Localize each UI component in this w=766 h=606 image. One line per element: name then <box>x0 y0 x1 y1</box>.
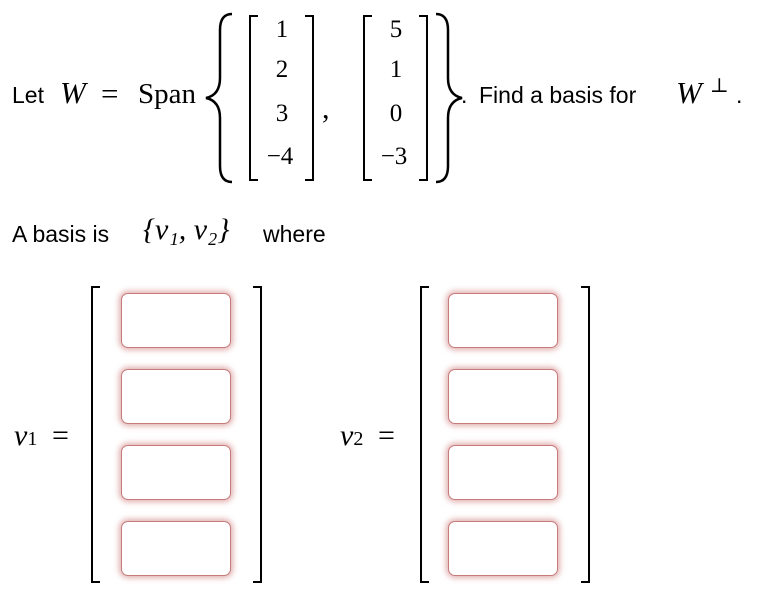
vector1-entry: 2 <box>275 56 289 83</box>
find-basis-label: Find a basis for <box>479 82 637 108</box>
vector1-entry: 3 <box>275 100 289 127</box>
v2-component-3-input[interactable] <box>448 445 558 500</box>
vector2-left-bracket <box>363 15 372 181</box>
v1-label: v1 <box>14 419 37 453</box>
v2-subscript: 2 <box>353 428 364 450</box>
v2-equals: = <box>378 419 395 452</box>
sentence-period-end: . <box>736 82 743 108</box>
vector2-entry: 1 <box>389 56 403 83</box>
left-curly-brace <box>205 12 233 184</box>
v2-left-bracket <box>420 286 429 583</box>
vector2-entry: 0 <box>389 100 403 127</box>
v1-right-bracket <box>253 286 262 583</box>
v2-letter: v <box>340 419 354 452</box>
basis-suffix: where <box>263 221 326 247</box>
v2-label: v2 <box>340 419 363 453</box>
v1-letter: v <box>14 419 28 452</box>
let-label: Let <box>12 82 44 108</box>
v1-component-2-input[interactable] <box>121 369 231 424</box>
v1-equals: = <box>52 419 69 452</box>
basis-prefix: A basis is <box>12 221 110 247</box>
sentence-period: . <box>461 82 468 108</box>
vector2-entry: −3 <box>380 143 408 170</box>
v1-subscript: 1 <box>27 428 38 450</box>
w-variable-perp: W <box>676 75 702 110</box>
vector1-entry: −4 <box>266 143 294 170</box>
basis-set: {v₁, v₂} <box>143 213 230 246</box>
w-variable: W <box>60 75 86 110</box>
v2-component-1-input[interactable] <box>448 293 558 348</box>
v1-component-4-input[interactable] <box>121 521 231 576</box>
v2-right-bracket <box>581 286 590 583</box>
v1-component-3-input[interactable] <box>121 445 231 500</box>
perp-symbol: ⊥ <box>710 75 729 97</box>
vector1-left-bracket <box>249 15 258 181</box>
vector1-right-bracket <box>305 15 314 181</box>
span-operator: Span <box>138 78 196 110</box>
v2-component-4-input[interactable] <box>448 521 558 576</box>
vector2-entry: 5 <box>389 16 403 43</box>
vector1-entry: 1 <box>275 16 289 43</box>
vector2-right-bracket <box>419 15 428 181</box>
v1-left-bracket <box>91 286 100 583</box>
right-curly-brace <box>435 12 463 184</box>
vector-separator-comma: , <box>322 92 330 125</box>
equals-sign: = <box>101 76 119 111</box>
v2-component-2-input[interactable] <box>448 369 558 424</box>
v1-component-1-input[interactable] <box>121 293 231 348</box>
